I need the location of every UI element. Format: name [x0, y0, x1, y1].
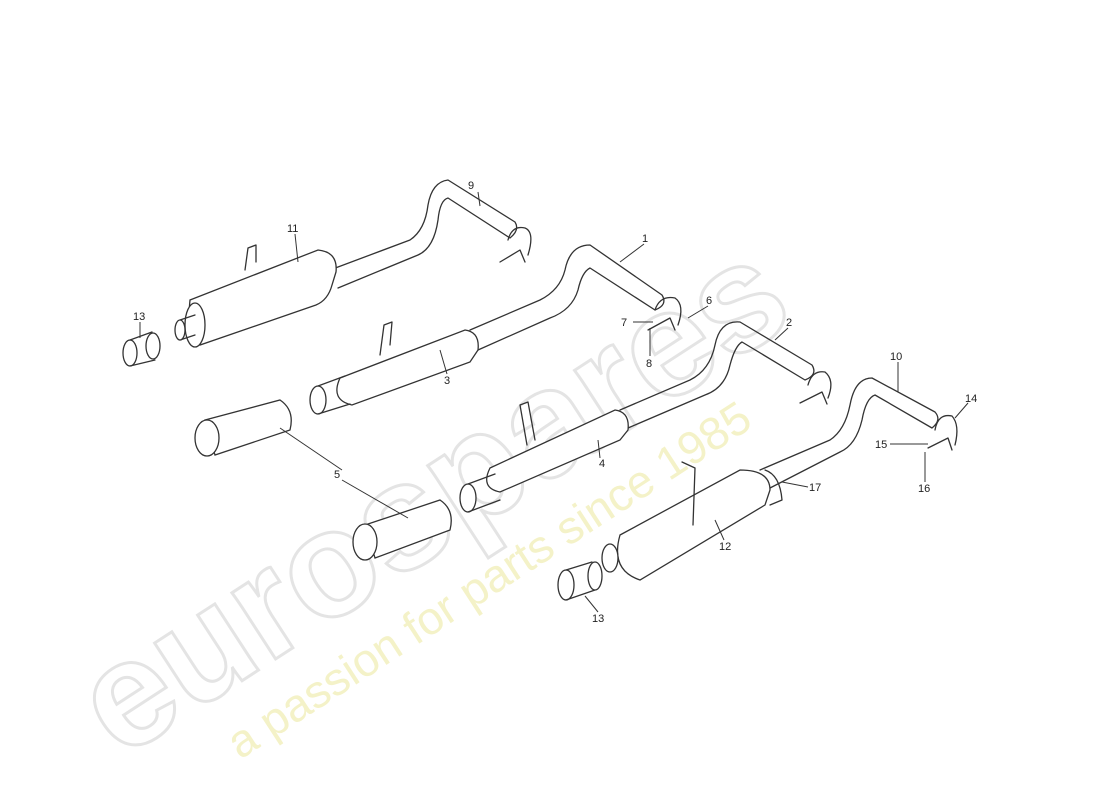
tail-trims: [194, 399, 452, 561]
exhaust-assembly-bottom: [557, 377, 958, 601]
callout-11: 11: [287, 223, 298, 235]
callout-15: 15: [875, 439, 887, 451]
callout-9: 9: [468, 180, 474, 192]
callout-13: 13: [133, 311, 145, 323]
callout-3: 3: [444, 375, 450, 387]
callout-10: 10: [890, 351, 902, 363]
callout-14: 14: [965, 393, 977, 405]
callout-6: 6: [706, 295, 712, 307]
callout-1: 1: [642, 233, 648, 245]
callout-5: 5: [334, 469, 340, 481]
callout-17: 17: [809, 482, 821, 494]
callout-8: 8: [646, 358, 652, 370]
callout-4: 4: [599, 458, 605, 470]
leader-lines: [139, 191, 969, 613]
callouts: 9 11 13 1 6 7 8 3 2 10 14 15 16 5 4 17 1…: [133, 180, 977, 625]
exhaust-assembly-top: [122, 179, 532, 367]
exhaust-assembly-2: [459, 321, 832, 513]
callout-13-lower: 13: [592, 613, 604, 625]
exhaust-assembly-1: [309, 244, 682, 415]
callout-2: 2: [786, 317, 792, 329]
callout-12: 12: [719, 541, 731, 553]
callout-16: 16: [918, 483, 930, 495]
callout-7: 7: [621, 317, 627, 329]
